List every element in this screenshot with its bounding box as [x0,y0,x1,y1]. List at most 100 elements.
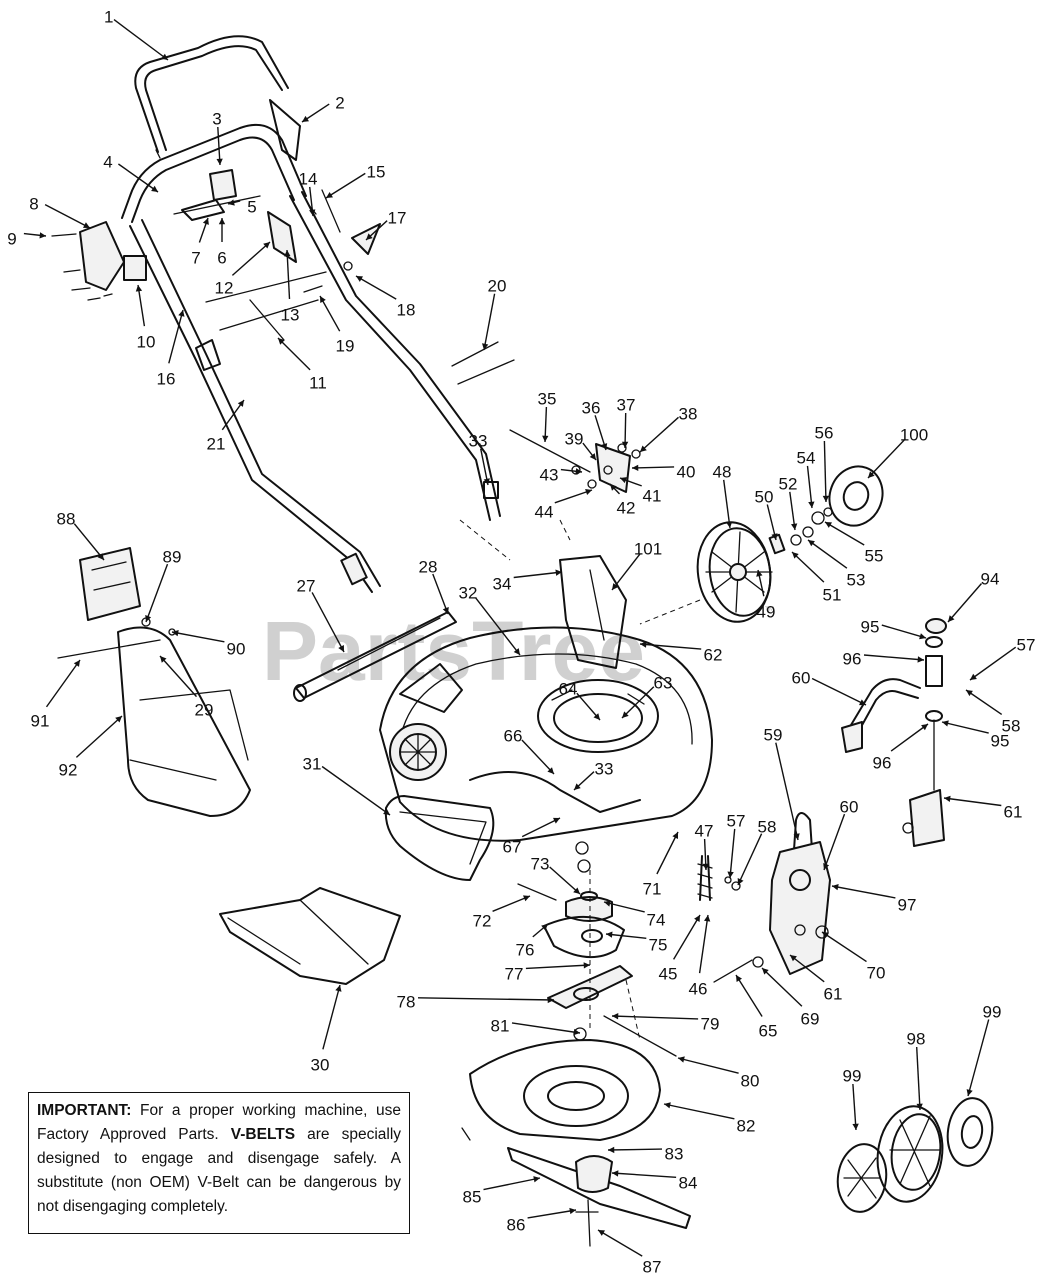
leader-arrowhead [547,996,554,1004]
callout-12: 12 [215,241,271,297]
important-text: For a proper working machine, use Factor… [37,1102,401,1143]
callout-number: 13 [281,305,300,324]
callout-number: 57 [727,811,746,830]
leader-arrowhead [608,1146,615,1154]
callout-number: 11 [309,373,327,392]
callout-10: 10 [135,284,155,351]
leader-line [322,984,341,1050]
leader-arrowhead [942,720,949,727]
callout-number: 95 [991,731,1010,750]
leader-line [521,817,561,838]
leader-arrowhead [573,1028,580,1036]
callout-number: 69 [801,1009,820,1028]
leader-arrowhead [228,199,235,206]
leader-arrowhead [756,570,763,577]
leader-arrowhead [326,192,333,198]
callout-84: 84 [611,1170,697,1192]
leader-arrowhead [917,656,924,663]
callout-89: 89 [145,547,181,623]
callout-number: 82 [737,1116,756,1135]
callout-number: 59 [764,725,783,744]
callout-74: 74 [603,900,665,929]
watermark-trademark: ™ [764,605,775,617]
leader-line [319,295,341,332]
callout-number: 64 [559,679,578,698]
callout-number: 99 [983,1002,1002,1021]
pulley-assembly [517,841,677,1057]
callout-number: 5 [247,197,256,216]
important-label: IMPORTANT: [37,1102,132,1119]
leader-arrowhead [216,158,223,165]
callout-number: 79 [701,1014,720,1033]
callout-number: 94 [981,569,1000,588]
leader-line [639,416,679,453]
leader-line [947,583,983,623]
leader-arrowhead [640,445,647,452]
leader-arrowhead [202,218,209,225]
callout-46: 46 [689,914,711,998]
callout-60b: 60 [823,797,858,871]
callout-19: 19 [319,295,354,355]
leader-line [607,1148,663,1151]
callout-number: 92 [59,760,78,779]
callout-73: 73 [531,854,581,895]
callout-number: 9 [7,229,16,248]
throttle-parts [181,169,381,293]
leader-arrowhead [284,250,291,257]
callout-number: 39 [565,429,584,448]
callout-number: 52 [779,474,798,493]
leader-arrowhead [593,713,600,720]
leader-arrowhead [727,871,734,878]
callout-53: 53 [807,539,865,589]
callout-64: 64 [559,679,601,721]
callout-number: 4 [103,152,112,171]
upper-handle [134,35,289,159]
callout-number: 81 [491,1016,510,1035]
leader-line [791,551,825,583]
callout-number: 36 [582,398,601,417]
callout-number: 67 [503,837,522,856]
leader-arrowhead [553,817,560,824]
leader-arrowhead [702,863,709,870]
callout-number: 29 [195,700,214,719]
callout-33b: 33 [573,759,613,791]
leader-arrowhead [620,477,627,484]
leader-arrowhead [73,660,80,667]
leader-line [45,659,81,708]
leader-arrowhead [145,615,152,622]
front-wheel [836,1097,994,1213]
leader-line [611,1172,677,1178]
callout-76: 76 [516,923,549,959]
callout-number: 96 [873,753,892,772]
leader-arrowhead [762,968,769,975]
callout-number: 78 [397,992,416,1011]
callout-number: 73 [531,854,550,873]
leader-line [729,828,736,879]
leader-line [863,654,925,661]
leader-line [656,831,679,875]
callout-number: 18 [397,300,416,319]
callout-number: 28 [419,557,438,576]
callout-number: 88 [57,509,76,528]
leader-arrowhead [533,1176,540,1183]
leader-arrowhead [547,767,554,774]
leader-line [943,797,1002,807]
leader-arrowhead [694,915,700,922]
leader-arrowhead [704,915,711,922]
callout-number: 72 [473,911,492,930]
callout-58b: 58 [737,817,776,886]
leader-arrowhead [338,645,344,652]
leader-line [916,1046,921,1111]
leader-line [73,523,105,561]
leader-arrowhead [172,630,179,637]
callout-number: 95 [861,617,880,636]
leader-arrowhead [921,724,928,731]
callout-number: 49 [757,602,776,621]
callout-39: 39 [565,429,597,461]
callout-number: 58 [1002,716,1021,735]
leader-arrowhead [916,1103,923,1110]
callout-42: 42 [609,483,635,517]
leader-line [113,19,169,61]
leader-line [824,521,865,546]
